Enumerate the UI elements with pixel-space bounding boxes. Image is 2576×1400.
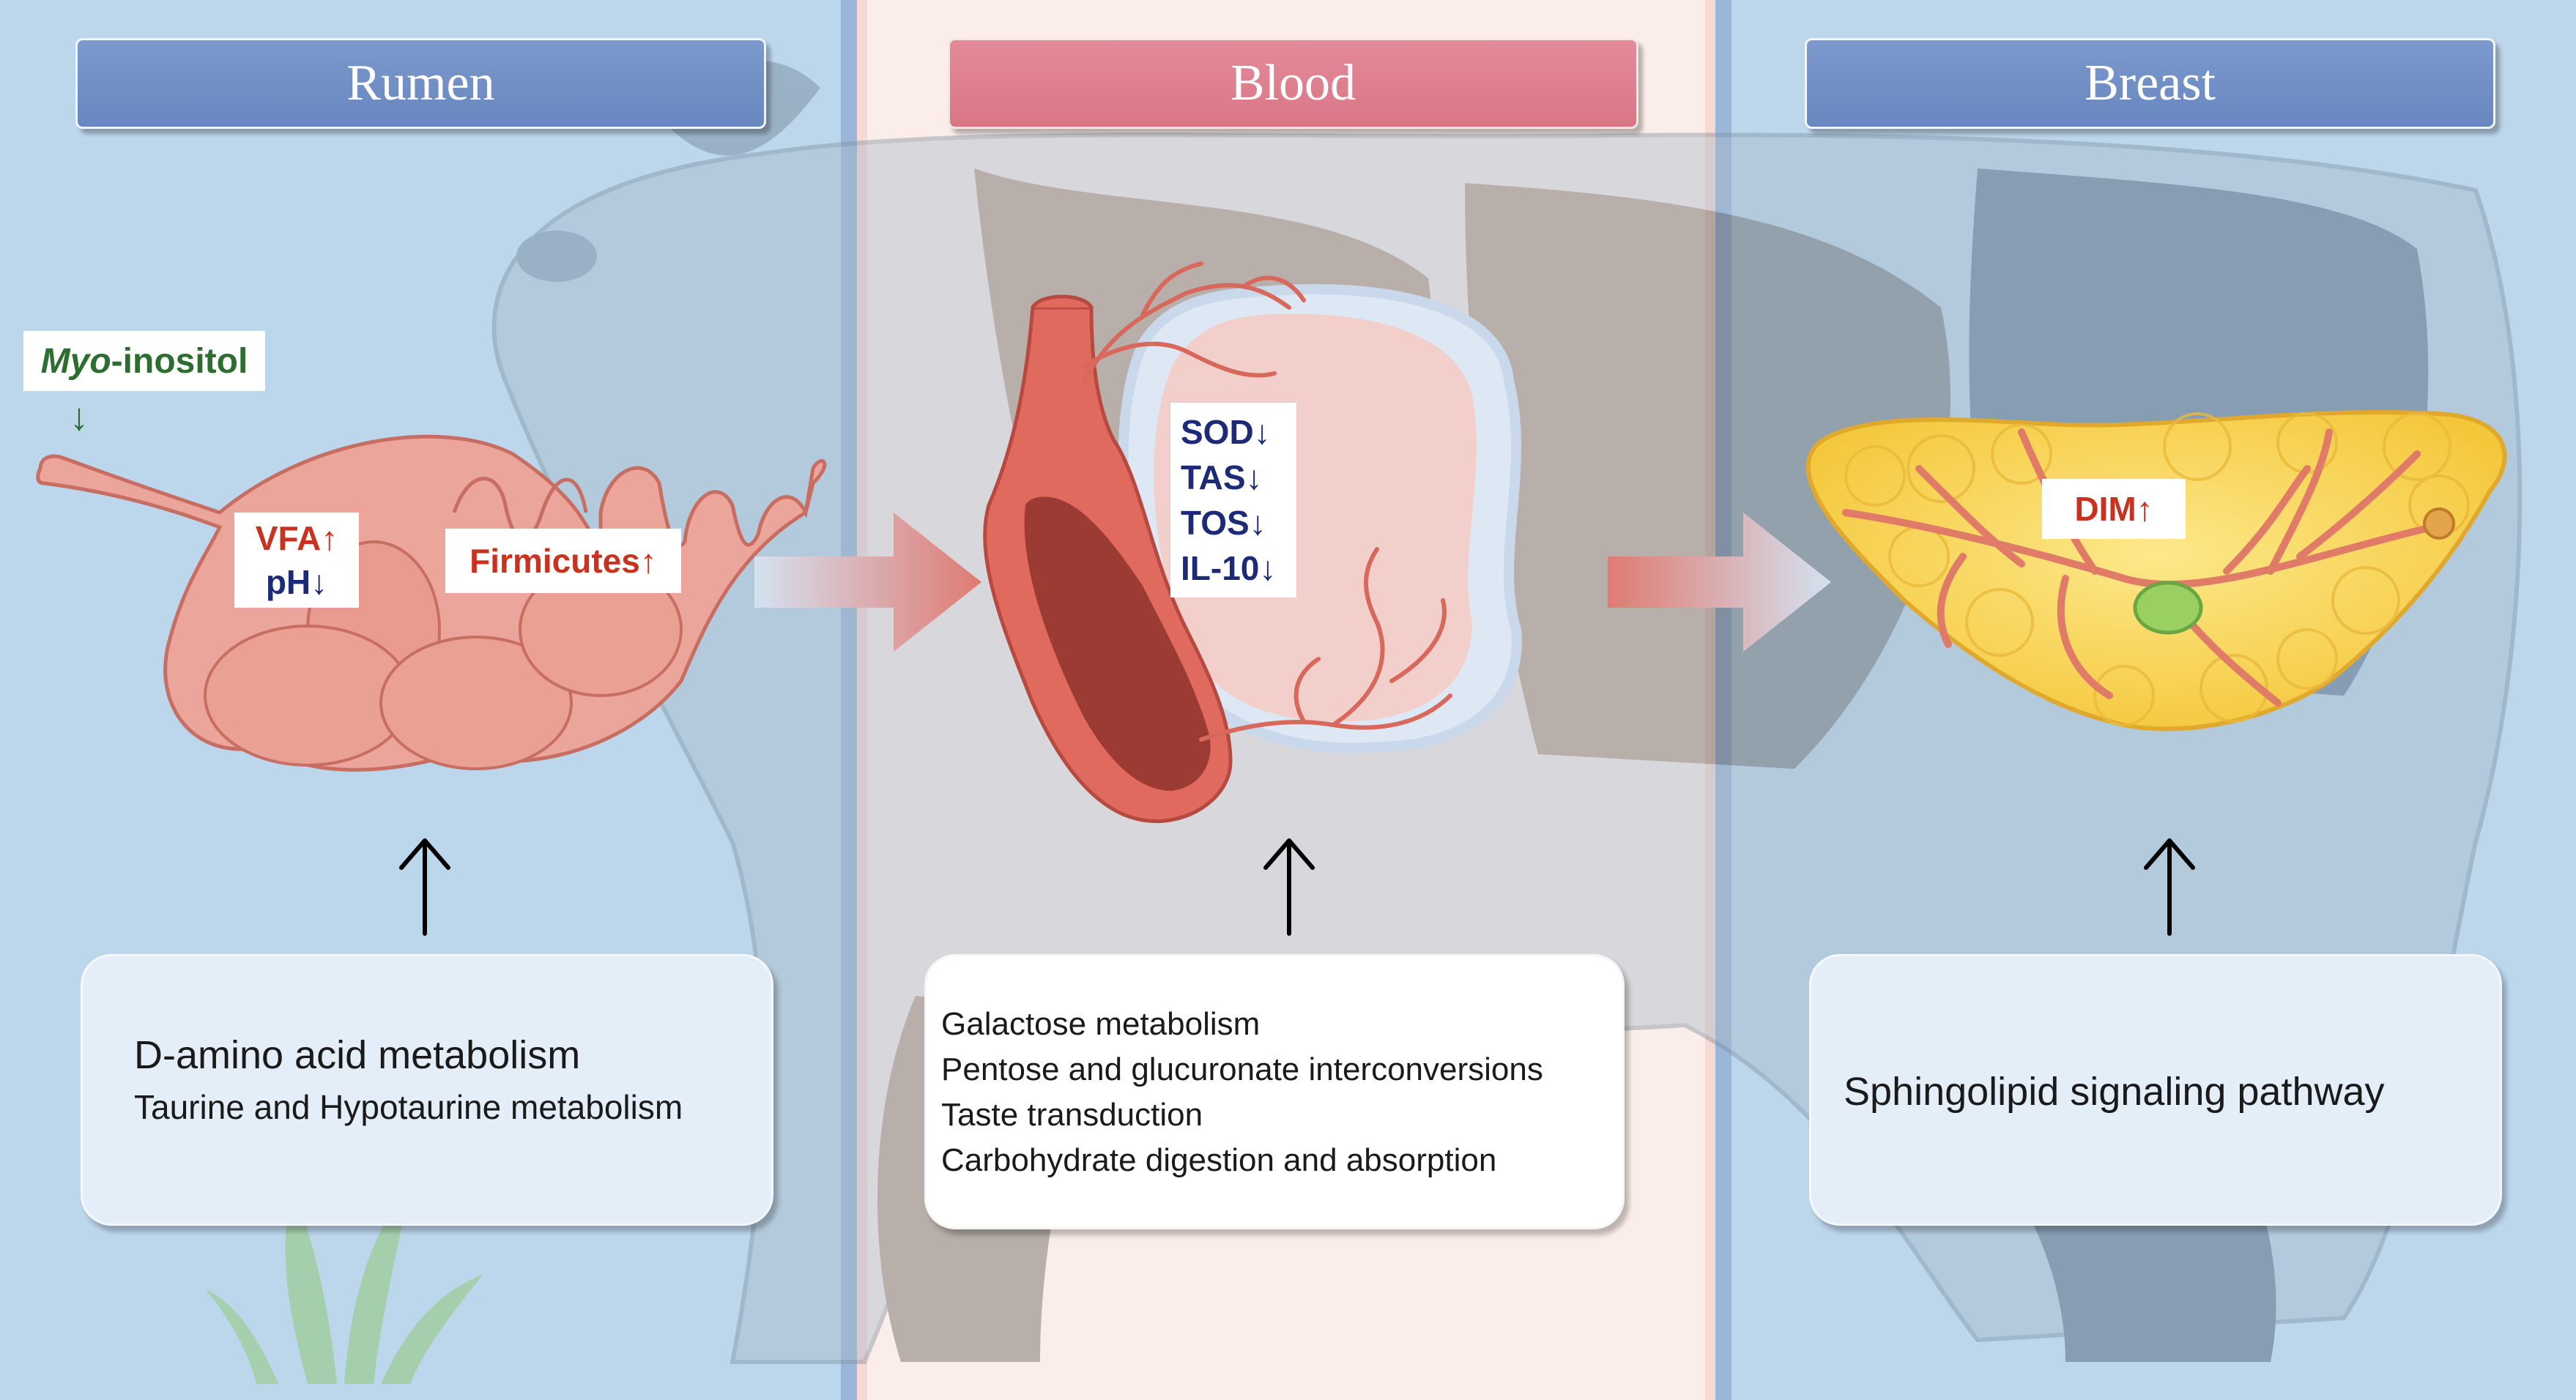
- blood-pathway-box: Galactose metabolism Pentose and glucuro…: [924, 954, 1625, 1229]
- il10-marker: IL-10↓: [1181, 549, 1277, 587]
- rumen-title: Rumen: [346, 55, 495, 111]
- up-arrows: [399, 838, 2195, 936]
- myo-inositol-label: Myo-inositol: [23, 331, 265, 391]
- breast-title: Breast: [2085, 55, 2216, 111]
- breast-header: Breast: [1805, 38, 2495, 129]
- myo-prefix: Myo: [40, 341, 111, 381]
- rumen-pathway-1: D-amino acid metabolism: [134, 1033, 581, 1077]
- blood-pathway-2: Pentose and glucuronate interconversions: [941, 1051, 1543, 1087]
- vfa-ph-tag: VFA↑ pH↓: [234, 513, 359, 608]
- arrow-rumen-to-blood: [754, 513, 981, 652]
- arrow-blood-to-breast: [1608, 513, 1831, 652]
- blood-pathway-3: Taste transduction: [941, 1097, 1203, 1133]
- grass-decoration: [205, 1186, 483, 1384]
- blood-pathway-4: Carbohydrate digestion and absorption: [941, 1142, 1497, 1178]
- breast-pathway-1: Sphingolipid signaling pathway: [1844, 1070, 2385, 1114]
- myo-inositol-down-arrow: ↓: [70, 396, 89, 439]
- tas-marker: TAS↓: [1181, 458, 1263, 496]
- rumen-header: Rumen: [75, 38, 766, 129]
- vfa-marker: VFA↑: [255, 519, 338, 557]
- firmicutes-marker: Firmicutes↑: [469, 542, 657, 580]
- udder-illustration: [1805, 409, 2507, 731]
- blood-title: Blood: [1230, 55, 1356, 111]
- rumen-pathway-2: Taurine and Hypotaurine metabolism: [134, 1088, 683, 1126]
- rumen-pathway-box: D-amino acid metabolism Taurine and Hypo…: [81, 954, 773, 1226]
- dim-tag: DIM↑: [2042, 479, 2186, 539]
- breast-pathway-box: Sphingolipid signaling pathway: [1809, 954, 2502, 1226]
- ph-marker: pH↓: [265, 563, 328, 601]
- firmicutes-tag: Firmicutes↑: [445, 529, 681, 593]
- tos-marker: TOS↓: [1181, 504, 1266, 542]
- sod-marker: SOD↓: [1181, 413, 1271, 451]
- inositol-suffix: -inositol: [111, 341, 248, 381]
- blood-markers-tag: SOD↓ TAS↓ TOS↓ IL-10↓: [1170, 403, 1296, 597]
- blood-header: Blood: [948, 38, 1638, 129]
- blood-pathway-1: Galactose metabolism: [941, 1006, 1261, 1042]
- rumen-illustration: [36, 434, 827, 772]
- dim-marker: DIM↑: [2074, 490, 2153, 528]
